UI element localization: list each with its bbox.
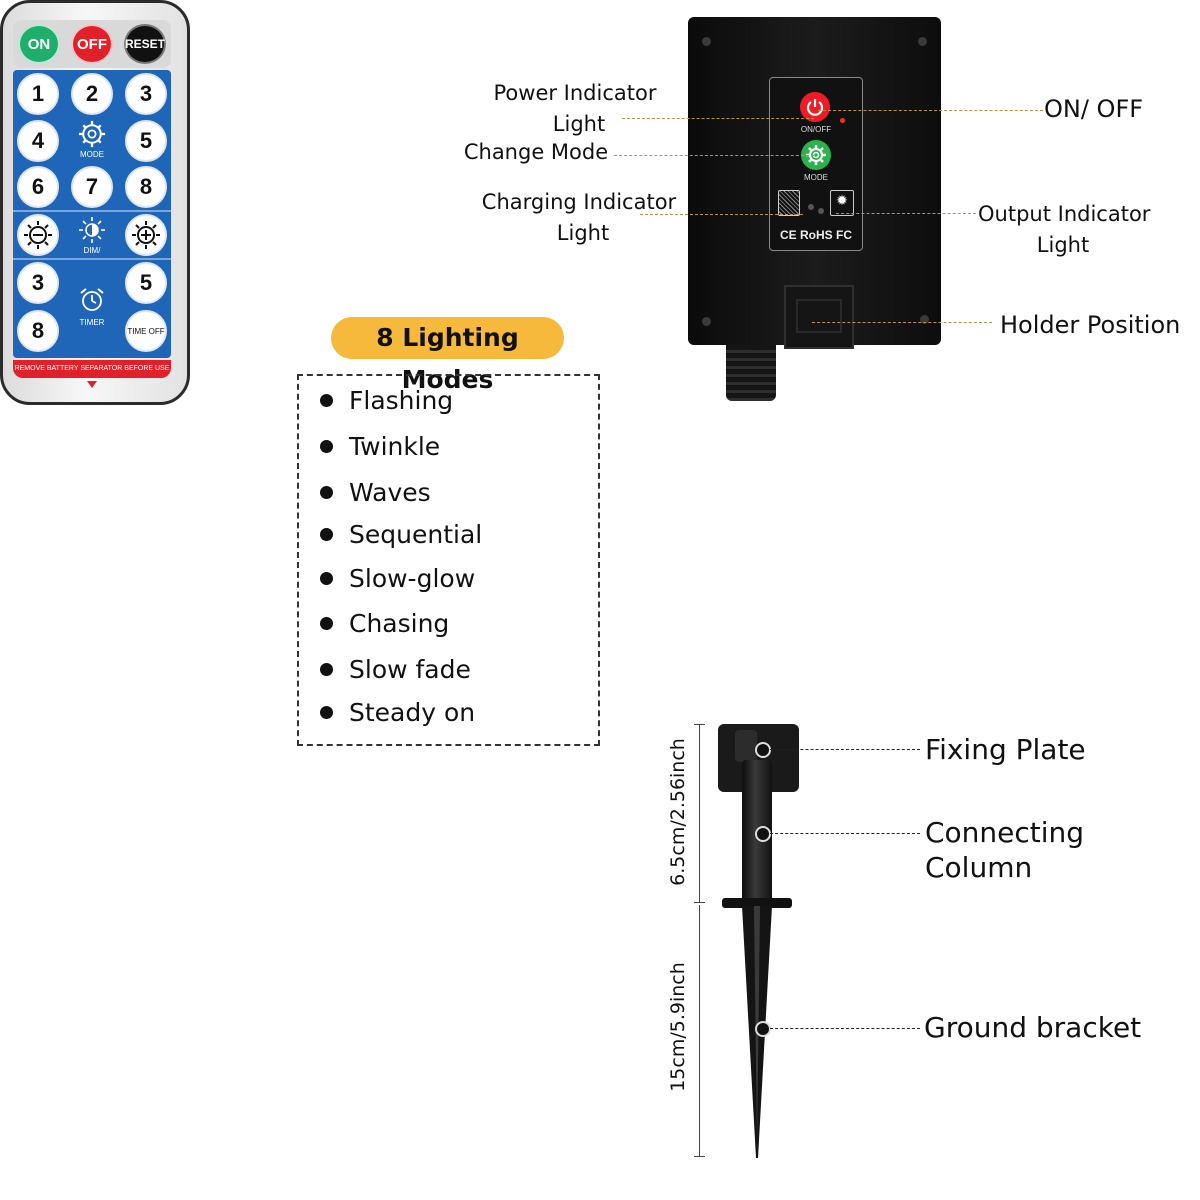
- panel-mode-text: MODE: [804, 173, 828, 182]
- timer-3h-button[interactable]: 3: [17, 262, 59, 304]
- leader-holder: [812, 322, 992, 323]
- label-power-indicator: Power Indicator Light: [493, 81, 657, 136]
- leader-output: [836, 213, 976, 214]
- label-charging-indicator: Charging Indicator Light: [481, 190, 677, 245]
- timer-8h-button[interactable]: 8: [17, 310, 59, 352]
- leader-on-off: [818, 110, 1043, 111]
- bullet-icon: [320, 486, 333, 499]
- time-off-button[interactable]: TIME OFF: [125, 310, 167, 352]
- cable-connector: [726, 345, 776, 401]
- dimension-lower-text: 15cm/5.9inch: [667, 962, 689, 1092]
- label-holder-position: Holder Position: [1000, 311, 1181, 339]
- dim-plus-button[interactable]: [125, 214, 167, 256]
- label-on-off: ON/ OFF: [1044, 95, 1144, 123]
- key-5[interactable]: 5: [125, 120, 167, 162]
- list-item: Twinkle: [320, 432, 440, 461]
- on-button[interactable]: ON: [18, 24, 60, 64]
- alarm-clock-icon: [78, 286, 106, 314]
- pivot-knob: [735, 730, 757, 762]
- holder-slot: [784, 285, 854, 349]
- dim-sun-icon: [78, 216, 106, 244]
- key-3[interactable]: 3: [125, 73, 167, 115]
- battery-warning: REMOVE BATTERY SEPARATOR BEFORE USE: [13, 360, 171, 378]
- power-button[interactable]: [800, 92, 830, 122]
- controller-box: ON/OFF MODE ✹ CE RoHS FC: [688, 17, 941, 349]
- label-ground-bracket: Ground bracket: [924, 1011, 1142, 1044]
- leader-mode: [614, 155, 814, 156]
- leader-fixing-plate: [770, 749, 920, 750]
- key-6[interactable]: 6: [17, 166, 59, 208]
- leader-charging: [640, 214, 803, 215]
- dimension-tick: [694, 902, 705, 903]
- dimension-tick: [694, 724, 705, 725]
- modes-box: [297, 374, 600, 746]
- panel-on-off-text: ON/OFF: [800, 125, 832, 134]
- list-item: Flashing: [320, 386, 453, 415]
- keypad-divider: [13, 258, 171, 260]
- marker-dot: [755, 1021, 771, 1037]
- screw-icon: [702, 317, 711, 326]
- list-item: Chasing: [320, 609, 449, 638]
- certification-marks: CE RoHS FC: [780, 228, 852, 242]
- list-item: Steady on: [320, 698, 475, 727]
- bullet-icon: [320, 440, 333, 453]
- control-panel: ON/OFF MODE ✹ CE RoHS FC: [769, 77, 863, 251]
- key-2[interactable]: 2: [71, 73, 113, 115]
- dimension-tick: [694, 1156, 705, 1157]
- power-indicator-light: [840, 118, 845, 123]
- leader-power: [622, 118, 814, 119]
- solar-panel-icon: [778, 190, 800, 216]
- lamp-icon: ✹: [830, 190, 854, 216]
- keypad-divider: [13, 210, 171, 212]
- key-8[interactable]: 8: [125, 166, 167, 208]
- bullet-icon: [320, 706, 333, 719]
- screw-icon: [920, 315, 929, 324]
- bullet-icon: [320, 528, 333, 541]
- brightness-down-icon: [24, 221, 52, 249]
- bullet-icon: [320, 572, 333, 585]
- power-icon: [806, 99, 824, 116]
- dim-label: DIM/: [83, 246, 101, 255]
- label-fixing-plate: Fixing Plate: [925, 733, 1086, 766]
- mode-gear-icon[interactable]: [76, 118, 108, 150]
- bullet-icon: [320, 663, 333, 676]
- charging-indicator-light: [808, 204, 814, 210]
- dim-minus-button[interactable]: [17, 214, 59, 256]
- bullet-icon: [320, 394, 333, 407]
- pull-arrow-icon: [87, 381, 97, 388]
- marker-dot: [755, 826, 771, 842]
- bullet-icon: [320, 617, 333, 630]
- brightness-up-icon: [132, 221, 160, 249]
- timer-label: TIMER: [79, 318, 105, 327]
- key-7[interactable]: 7: [71, 166, 113, 208]
- modes-badge: 8 Lighting Modes: [331, 317, 564, 394]
- leader-connecting-column: [770, 833, 920, 834]
- mode-label: MODE: [80, 150, 104, 159]
- stake-crossbar: [722, 898, 792, 908]
- screw-icon: [918, 37, 927, 46]
- list-item: Slow-glow: [320, 564, 475, 593]
- off-button[interactable]: OFF: [71, 24, 113, 64]
- output-indicator-light: [818, 208, 824, 214]
- list-item: Sequential: [320, 520, 482, 549]
- label-connecting-column: Connecting Column: [925, 816, 1085, 884]
- timer-5h-button[interactable]: 5: [125, 262, 167, 304]
- label-change-mode: Change Mode: [463, 140, 609, 164]
- remote-control: ON OFF RESET 1 2 3 4 MODE 5 6 7 8 DIM/ 3…: [0, 0, 190, 405]
- key-4[interactable]: 4: [17, 120, 59, 162]
- marker-dot: [755, 742, 771, 758]
- label-output-indicator: Output Indicator Light: [978, 202, 1151, 257]
- list-item: Waves: [320, 478, 431, 507]
- dimension-line-upper: [699, 724, 700, 902]
- reset-button[interactable]: RESET: [124, 24, 166, 64]
- dimension-upper-text: 6.5cm/2.56inch: [667, 738, 689, 886]
- screw-icon: [702, 37, 711, 46]
- list-item: Slow fade: [320, 655, 471, 684]
- dimension-line-lower: [699, 905, 700, 1157]
- leader-ground-bracket: [770, 1028, 920, 1029]
- key-1[interactable]: 1: [17, 73, 59, 115]
